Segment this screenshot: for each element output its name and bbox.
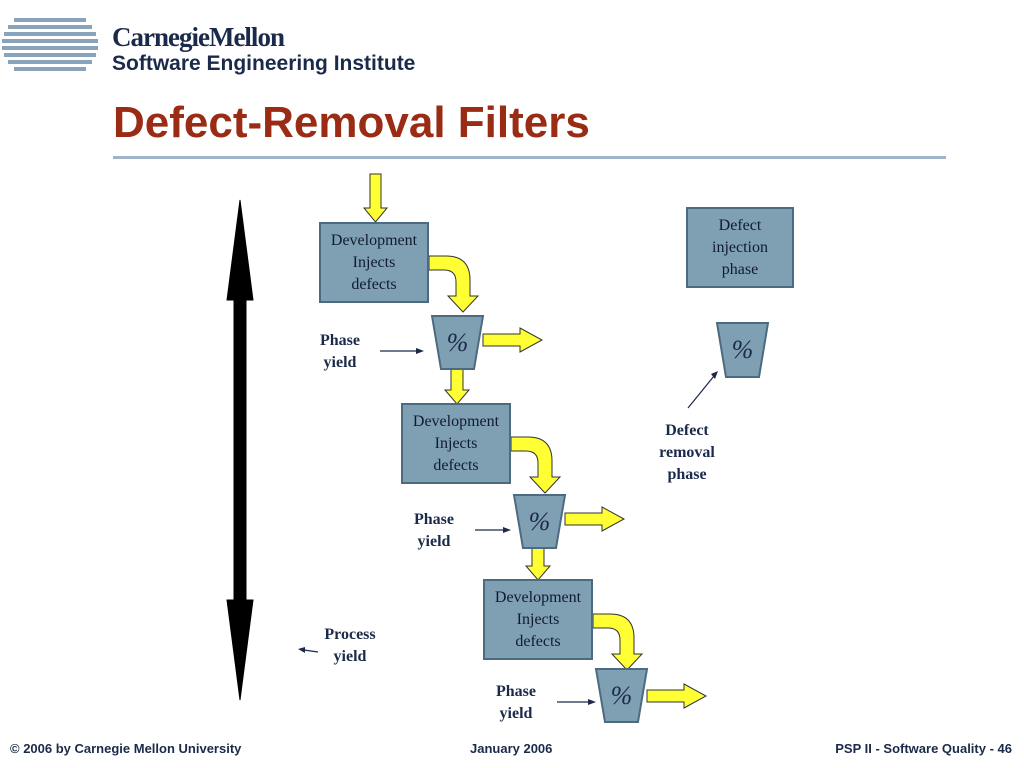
legend-injection-line3: phase [721,260,759,278]
stage2-yield-label: Phase yield [399,509,469,553]
stage3-out-arrow [646,683,708,709]
stage2-yield-label-line1: Phase [414,511,454,528]
stage1-box: Development Injects defects [319,222,429,303]
stage2-box: Development Injects defects [401,403,511,484]
logo-institute: Software Engineering Institute [112,52,416,75]
legend-removal-line2: removal [659,444,715,461]
stage1-line1: Development [330,231,418,249]
stage2-down-arrow [524,547,552,581]
stage1-filter [430,315,485,370]
process-span-arrow [226,199,254,701]
stage2-line1: Development [412,412,500,430]
process-yield-line2: yield [333,648,367,665]
stage3-line3: defects [515,632,561,650]
stage3-line2: Injects [516,610,560,628]
stage1-out-arrow [482,327,544,353]
stage1-line2: Injects [352,253,396,271]
process-yield-label: Process yield [312,624,388,668]
footer-copyright: © 2006 by Carnegie Mellon University [10,741,242,756]
legend-removal-symbol: % [731,335,754,364]
process-yield-line1: Process [324,626,376,643]
logo-name: CarnegieMellon [112,22,285,52]
sei-logo-icon [2,18,98,71]
title-divider [113,156,946,159]
stage2-out-arrow [564,506,626,532]
stage3-yield-label-line2: yield [499,705,533,722]
stage3-yield-label: Phase yield [481,681,551,725]
stage1-yield-label: Phase yield [305,330,375,374]
footer-page: PSP II - Software Quality - 46 [835,741,1012,756]
stage2-line3: defects [433,456,479,474]
legend-removal-label: Defect removal phase [645,420,729,486]
stage2-curved-arrow [510,436,562,494]
stage1-line3: defects [351,275,397,293]
stage3-yield-label-line1: Phase [496,683,536,700]
process-yield-pointer [303,649,319,653]
legend-removal-line3: phase [667,466,707,483]
stage1-yield-label-line1: Phase [320,332,360,349]
legend-removal-line1: Defect [665,422,709,439]
legend-injection-line2: injection [712,238,768,256]
legend-injection-line1: Defect [718,216,762,234]
stage3-line1: Development [494,588,582,606]
stage3-filter [594,668,649,723]
stage2-yield-label-line2: yield [417,533,451,550]
stage1-curved-arrow [428,255,480,313]
stage2-line2: Injects [434,434,478,452]
legend-injection-box: Defect injection phase [686,207,794,288]
legend-filter [715,322,770,378]
input-arrow [362,173,389,223]
removal-phase-pointer [687,375,715,409]
stage1-yield-label-line2: yield [323,354,357,371]
stage3-yield-symbol: % [610,681,633,710]
page-title: Defect-Removal Filters [113,98,590,147]
stage1-down-arrow [443,368,471,405]
stage3-box: Development Injects defects [483,579,593,660]
footer-date: January 2006 [470,741,553,756]
stage2-filter [512,494,567,549]
stage1-yield-symbol: % [446,328,469,357]
stage3-curved-arrow [592,613,644,671]
stage2-yield-symbol: % [528,507,551,536]
